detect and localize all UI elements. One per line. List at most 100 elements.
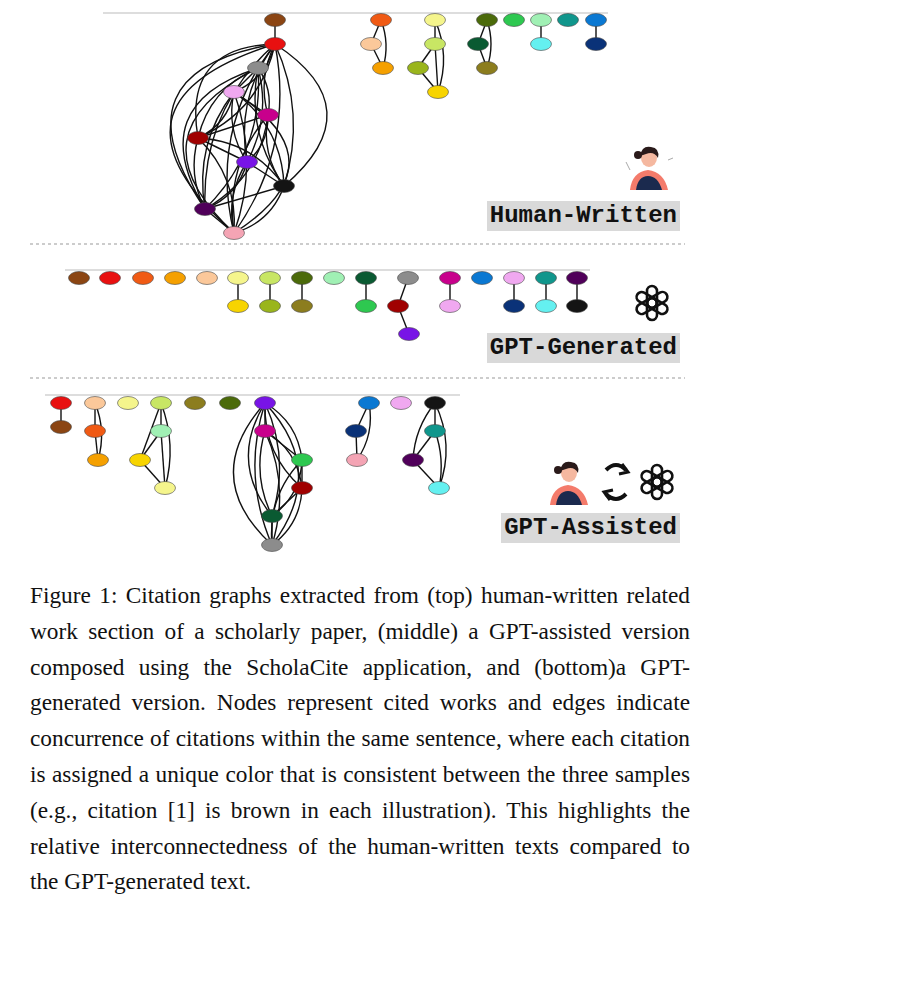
citation-node xyxy=(51,397,72,410)
citation-node xyxy=(237,156,258,169)
figure-caption: Figure 1: Citation graphs extracted from… xyxy=(30,578,690,900)
citation-link xyxy=(247,115,268,162)
citation-node xyxy=(472,272,493,285)
citation-link xyxy=(205,68,259,209)
citation-node xyxy=(356,272,377,285)
citation-node xyxy=(133,272,154,285)
cycle-arrows xyxy=(604,464,628,500)
citation-node xyxy=(265,38,286,51)
citation-node xyxy=(262,510,283,523)
citation-node xyxy=(504,300,525,313)
person-icon xyxy=(550,462,588,505)
citation-node xyxy=(429,482,450,495)
citation-node xyxy=(373,62,394,75)
citation-node xyxy=(477,62,498,75)
citation-link xyxy=(194,138,205,209)
tag-text: GPT-Assisted xyxy=(504,514,677,541)
citation-node xyxy=(197,272,218,285)
tag-text: GPT-Generated xyxy=(490,334,677,361)
citation-node xyxy=(255,425,276,438)
citation-link xyxy=(234,92,289,233)
citation-link xyxy=(435,20,444,92)
citation-node xyxy=(371,14,392,27)
citation-node xyxy=(265,14,286,27)
citation-node xyxy=(88,454,109,467)
citation-link xyxy=(198,138,234,233)
citation-node xyxy=(51,421,72,434)
citation-node xyxy=(185,397,206,410)
citation-link xyxy=(186,68,258,233)
citation-node xyxy=(130,454,151,467)
citation-node xyxy=(248,62,269,75)
logo-petal xyxy=(640,469,664,489)
citation-node xyxy=(558,14,579,27)
citation-node xyxy=(536,300,557,313)
section-tag: Human-Written xyxy=(487,201,680,231)
citation-node xyxy=(536,272,557,285)
section-tag: GPT-Assisted xyxy=(501,513,680,543)
citation-node xyxy=(228,272,249,285)
citation-node xyxy=(224,227,245,240)
citation-link xyxy=(265,431,280,545)
logo-petal xyxy=(635,290,659,310)
citation-node xyxy=(260,272,281,285)
citation-node xyxy=(258,109,279,122)
citation-node xyxy=(567,300,588,313)
citation-node xyxy=(69,272,90,285)
citation-node xyxy=(118,397,139,410)
citation-node xyxy=(425,38,446,51)
citation-node xyxy=(425,425,446,438)
citation-node xyxy=(440,272,461,285)
citation-node xyxy=(165,272,186,285)
citation-node xyxy=(468,38,489,51)
citation-link xyxy=(198,115,268,138)
citation-node xyxy=(155,482,176,495)
citation-link xyxy=(198,44,275,138)
citation-node xyxy=(100,272,121,285)
citation-node xyxy=(425,397,446,410)
citation-node xyxy=(292,454,313,467)
citation-link xyxy=(196,44,275,138)
citation-node xyxy=(408,62,429,75)
citation-node xyxy=(346,425,367,438)
person-icon xyxy=(626,147,673,190)
citation-node xyxy=(567,272,588,285)
citation-node xyxy=(228,300,249,313)
citation-node xyxy=(324,272,345,285)
citation-node xyxy=(504,272,525,285)
citation-node xyxy=(151,425,172,438)
tag-text: Human-Written xyxy=(490,202,677,229)
citation-link xyxy=(435,403,446,488)
citation-node xyxy=(292,482,313,495)
citation-node xyxy=(361,38,382,51)
citation-node xyxy=(220,397,241,410)
citation-link xyxy=(435,431,441,488)
citation-node xyxy=(477,14,498,27)
citation-link xyxy=(275,44,327,186)
citation-node xyxy=(440,300,461,313)
citation-node xyxy=(255,397,276,410)
citation-node xyxy=(398,272,419,285)
citation-node xyxy=(274,180,295,193)
citation-link xyxy=(265,403,299,545)
citation-link xyxy=(271,460,302,545)
citation-node xyxy=(292,272,313,285)
citation-node xyxy=(586,14,607,27)
citation-node xyxy=(356,300,377,313)
section-tag: GPT-Generated xyxy=(487,333,680,363)
gpt-logo xyxy=(640,465,674,499)
citation-link xyxy=(234,44,275,92)
citation-link xyxy=(232,115,268,233)
citation-node xyxy=(403,454,424,467)
citation-link xyxy=(205,186,284,209)
citation-node xyxy=(85,425,106,438)
citation-link xyxy=(234,186,284,233)
citation-node xyxy=(425,14,446,27)
citation-node xyxy=(195,203,216,216)
citation-node xyxy=(262,539,283,552)
citation-node xyxy=(347,454,368,467)
citation-node xyxy=(292,300,313,313)
citation-node xyxy=(531,14,552,27)
citation-node xyxy=(224,86,245,99)
citation-node xyxy=(531,38,552,51)
